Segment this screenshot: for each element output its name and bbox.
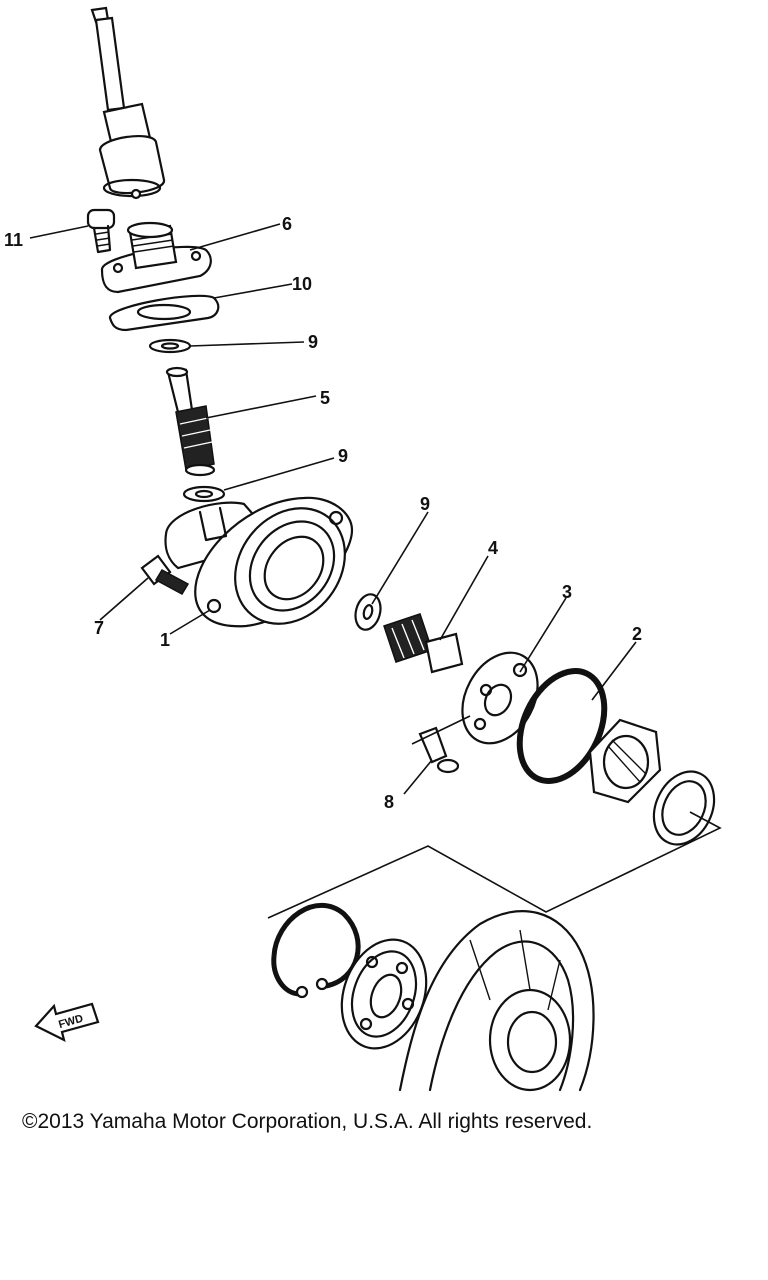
part-6-drive-flange: [100, 221, 212, 294]
callout-11: 11: [4, 230, 23, 250]
circlip: [271, 902, 361, 999]
part-11-screw: [86, 208, 116, 254]
callout-7: 7: [94, 618, 104, 638]
exploded-parts-diagram: FWD 11 6 10 9 5 9 9 4 3 2 7 1 8: [4, 6, 722, 1092]
group-bracket: [267, 715, 722, 919]
callout-1: 1: [160, 630, 170, 650]
copyright-notice: ©2013 Yamaha Motor Corporation, U.S.A. A…: [22, 1110, 593, 1133]
part-2-o-ring: [516, 668, 608, 784]
hub-washer: [652, 770, 716, 846]
callout-9-middle: 9: [338, 446, 348, 466]
callout-5: 5: [320, 388, 330, 408]
part-9-washer-middle: [182, 485, 226, 503]
part-9-washer-upper: [148, 338, 192, 354]
speedometer-cable: [90, 6, 166, 200]
wheel-bearing: [340, 938, 428, 1050]
wheel-hub: [398, 910, 595, 1092]
callout-4: 4: [488, 538, 498, 558]
callout-9-upper: 9: [308, 332, 318, 352]
fwd-arrow-icon: FWD: [34, 1002, 100, 1043]
callout-2: 2: [632, 624, 642, 644]
part-8-screw: [418, 726, 460, 774]
callout-3: 3: [562, 582, 572, 602]
callout-6: 6: [282, 214, 292, 234]
part-10-gasket: [108, 294, 220, 332]
callout-9-right: 9: [420, 494, 430, 514]
part-4-drive-gear: [383, 613, 464, 674]
part-9-washer-right: [354, 593, 382, 631]
part-7-bolt: [140, 554, 190, 595]
callout-8: 8: [384, 792, 394, 812]
part-1-housing: [164, 496, 354, 628]
part-5-driven-gear: [165, 366, 216, 477]
hub-nut: [588, 718, 662, 804]
callout-numbers: 11 6 10 9 5 9 9 4 3 2 7 1 8: [4, 214, 642, 812]
callout-10: 10: [292, 274, 312, 294]
part-3-gear-plate: [461, 651, 539, 745]
leader-lines: [29, 223, 637, 795]
